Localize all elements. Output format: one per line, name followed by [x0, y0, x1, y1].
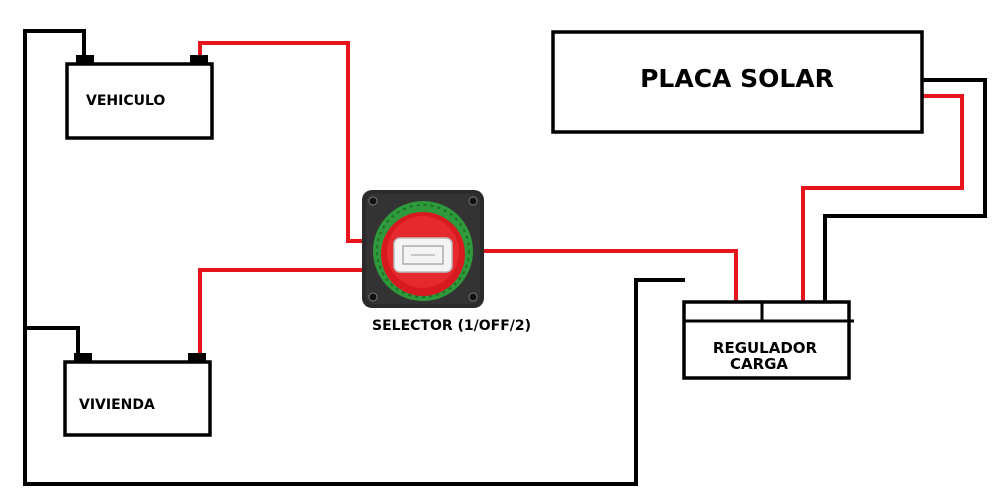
negative-wire-solar	[823, 78, 987, 302]
battery-home-label: VIVIENDA	[79, 397, 155, 413]
solar-panel: PLACA SOLAR	[551, 30, 924, 134]
battery-vehicle: VEHICULO	[65, 55, 214, 140]
battery-terminal-positive	[188, 353, 206, 362]
charge-regulator-icon	[682, 300, 851, 380]
selector-screw	[368, 292, 378, 302]
charge-regulator: REGULADOR CARGA	[682, 300, 854, 380]
battery-terminal-negative	[76, 55, 94, 64]
negative-wires	[23, 29, 987, 486]
battery-icon	[65, 62, 214, 140]
positive-wire-regulator	[480, 249, 738, 302]
solar-panel-label: PLACA SOLAR	[640, 64, 834, 93]
battery-terminal-negative	[74, 353, 92, 362]
selector-label: SELECTOR (1/OFF/2)	[372, 318, 531, 334]
selector-screw	[468, 196, 478, 206]
negative-wire-home	[25, 326, 80, 355]
positive-wire-home	[198, 268, 372, 356]
regulator-label-line1: REGULADOR	[713, 339, 818, 357]
battery-selector-switch-icon: SELECTOR (1/OFF/2)	[362, 190, 531, 334]
positive-wires	[198, 41, 964, 356]
solar-panel-icon	[551, 30, 924, 134]
negative-wire-vehicle	[23, 29, 685, 486]
positive-wire-vehicle	[198, 41, 372, 243]
battery-vehicle-label: VEHICULO	[86, 93, 165, 109]
battery-home: VIVIENDA	[63, 353, 212, 437]
selector-screw	[368, 196, 378, 206]
battery-terminal-positive	[190, 55, 208, 64]
positive-wire-solar	[801, 94, 964, 302]
regulator-label-line2: CARGA	[730, 355, 788, 373]
selector-screw	[468, 292, 478, 302]
battery-icon	[63, 360, 212, 437]
